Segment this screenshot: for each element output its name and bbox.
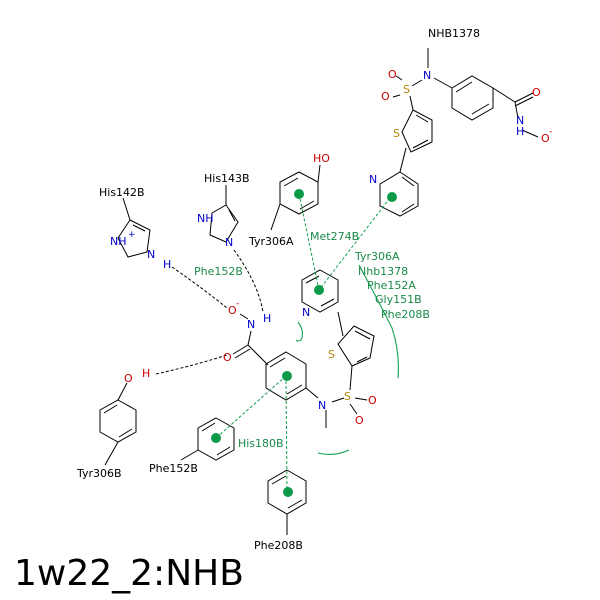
tyr306b-h-atom: H	[142, 367, 150, 380]
s-low-atom: S	[344, 390, 351, 403]
hbond-tyr306b-o	[155, 354, 228, 375]
o-minus-top-atom: O	[541, 132, 550, 145]
met274b-label: Met274B	[310, 230, 359, 243]
lower-hydroxamate	[232, 313, 269, 366]
tyr306b-o-atom: O	[124, 372, 133, 385]
hydrophobic-arc-bottom	[317, 449, 350, 456]
o3-atom: O	[532, 86, 541, 99]
phe208b-label: Phe208B	[254, 539, 303, 552]
his143b-nh-atom: NH	[197, 212, 214, 225]
centroid-phe152b	[211, 433, 221, 443]
his142b-residue	[117, 197, 151, 258]
hydrophobic-arc-small	[295, 321, 304, 342]
centroid-low-pyridine	[314, 285, 324, 295]
n-low-atom: N	[247, 318, 255, 331]
minus-low-sign: -	[236, 299, 239, 309]
tyr306b-residue	[99, 382, 137, 466]
hydrophobic-arc-right	[358, 264, 399, 379]
h-low-atom: H	[263, 312, 271, 325]
centroid-central-benzene	[282, 371, 292, 381]
contact-item-2: Nhb1378	[358, 265, 408, 278]
his143b-label: His143B	[204, 172, 250, 185]
his143b-n-atom: N	[225, 236, 233, 249]
top-ligand-fragment	[379, 48, 539, 217]
n-low2-atom: N	[318, 399, 326, 412]
h-amide-top-atom: H	[516, 125, 524, 138]
his142b-plus: +	[128, 230, 136, 240]
lower-heteroaryl	[301, 269, 375, 391]
tyr306a-hydroxyl: HO	[313, 152, 330, 165]
o2-atom: O	[381, 90, 390, 103]
o4-atom: O	[368, 394, 377, 407]
o1-atom: O	[388, 68, 397, 81]
pi-toppyr-pyr	[318, 197, 391, 291]
contact-item-5: Phe208B	[381, 308, 430, 321]
centroid-phe208b	[283, 487, 293, 497]
phe152b-ring-label: Phe152B	[149, 462, 198, 475]
minus-top-sign: -	[549, 127, 552, 137]
centroid-tyr306a	[294, 189, 304, 199]
tyr306b-label: Tyr306B	[76, 467, 122, 480]
o-low-atom: O	[223, 351, 232, 364]
pi-benz-phe208b	[285, 375, 288, 493]
his180b-label: His180B	[238, 437, 284, 450]
s-top-atom: S	[403, 83, 410, 96]
pi-benz-phe152b	[215, 375, 287, 439]
contact-item-3: Phe152A	[367, 279, 416, 292]
tyr306a-residue	[270, 164, 321, 231]
phe152b-contact-label: Phe152B	[194, 265, 243, 278]
o-minus-low-atom: O	[228, 304, 237, 317]
n-top-atom: N	[423, 69, 431, 82]
nhb1378-top-label: NHB1378	[428, 27, 480, 40]
pi-tyr306a-pyr	[298, 193, 320, 291]
n-pyr-top-atom: N	[369, 173, 377, 186]
his142b-label: His142B	[99, 186, 145, 199]
centroid-top-pyridine	[387, 192, 397, 202]
n-amide-top-atom: N	[516, 114, 524, 127]
hbond-his142-o	[171, 266, 228, 309]
contact-item-4: Gly151B	[375, 293, 422, 306]
his142b-h-atom: H	[163, 258, 171, 271]
his142b-nh-atom: NH	[110, 235, 127, 248]
contact-item-1: Tyr306A	[354, 250, 400, 263]
central-benzene	[265, 351, 345, 428]
o5-atom: O	[355, 414, 364, 427]
his143b-residue	[209, 185, 239, 243]
tyr306a-label: Tyr306A	[248, 235, 294, 248]
his142b-n-atom: N	[147, 248, 155, 261]
s-thio-top-atom: S	[393, 127, 400, 140]
diagram-title: 1w22_2:NHB	[14, 553, 244, 594]
phe152b-residue	[180, 417, 235, 461]
phe208b-residue	[267, 469, 307, 535]
s-thio-low-atom: S	[328, 348, 335, 361]
n-pyr-low-atom: N	[302, 306, 310, 319]
hbond-his143-h	[233, 249, 264, 313]
